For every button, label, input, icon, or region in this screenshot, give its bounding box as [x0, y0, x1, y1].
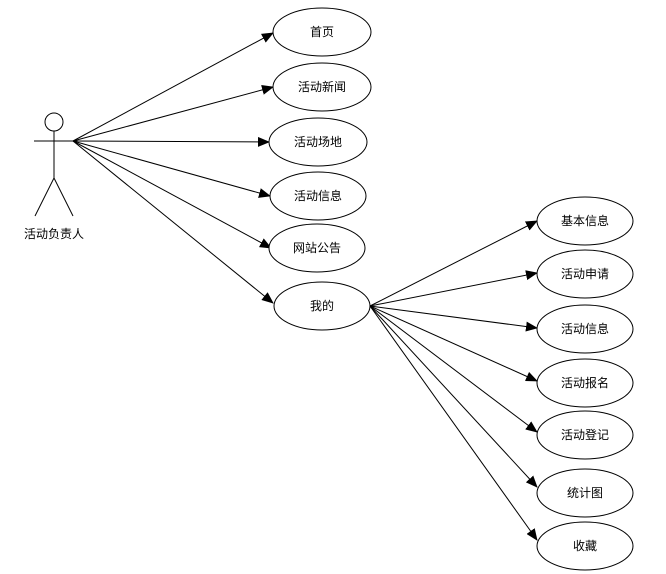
use-case-activity-checkin: 活动登记 [536, 410, 634, 460]
use-case-statistics-chart: 统计图 [536, 468, 634, 518]
use-case-activity-application: 活动申请 [536, 249, 634, 299]
use-case-site-announcement: 网站公告 [268, 223, 366, 273]
association-arrow [72, 32, 274, 142]
association-arrow [369, 305, 538, 541]
use-case-label: 基本信息 [561, 213, 609, 228]
use-case-mine: 我的 [273, 281, 371, 331]
use-case-label: 网站公告 [293, 241, 341, 255]
use-case-label: 首页 [310, 25, 334, 39]
association-arrow [72, 136, 270, 147]
association-arrow [369, 305, 538, 332]
use-case-activity-venue: 活动场地 [268, 117, 368, 167]
association-arrow [369, 305, 538, 382]
use-case-label: 活动场地 [294, 135, 342, 149]
use-case-label: 活动报名 [561, 375, 609, 390]
use-case-label: 活动登记 [561, 427, 609, 442]
use-case-label: 活动申请 [561, 267, 609, 281]
actor-figure [34, 112, 74, 217]
association-arrow [369, 220, 538, 307]
association-arrow [369, 270, 538, 307]
use-case-activity-news: 活动新闻 [272, 62, 372, 112]
use-case-label: 活动信息 [561, 321, 609, 336]
association-arrow [369, 305, 538, 488]
use-case-home: 首页 [272, 7, 372, 57]
mine-associations [369, 220, 538, 541]
actor-associations [72, 32, 274, 304]
use-case-label: 活动新闻 [298, 79, 346, 94]
association-arrow [72, 85, 274, 142]
use-case-basic-info: 基本信息 [536, 196, 634, 246]
association-arrow [72, 140, 271, 198]
association-arrow [369, 305, 538, 433]
use-case-activity-signup: 活动报名 [536, 358, 634, 408]
actor-label: 活动负责人 [24, 227, 84, 241]
use-case-activity-info-2: 活动信息 [536, 304, 634, 354]
use-case-favorites: 收藏 [536, 521, 634, 571]
use-case-label: 活动信息 [294, 188, 342, 203]
left-use-cases: 首页 活动新闻 活动场地 活动信息 网站公告 我的 [268, 7, 372, 331]
actor-head [44, 112, 64, 132]
use-case-label: 收藏 [573, 539, 597, 553]
association-arrow [72, 140, 272, 249]
actor-right-leg [53, 177, 74, 217]
use-case-label: 统计图 [567, 486, 603, 500]
actor-left-leg [34, 177, 55, 217]
association-arrow [72, 140, 274, 304]
use-case-label: 我的 [310, 298, 334, 313]
use-case-activity-info: 活动信息 [269, 171, 367, 221]
right-use-cases: 基本信息 活动申请 活动信息 活动报名 活动登记 统计图 [536, 196, 634, 571]
